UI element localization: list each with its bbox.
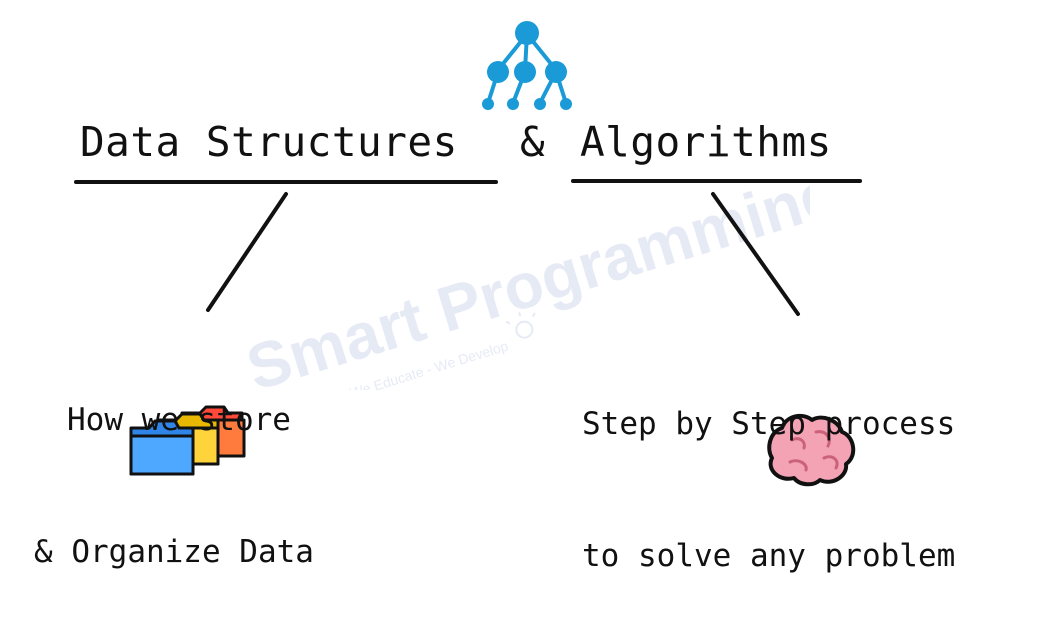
title-algorithms: Algorithms — [580, 118, 832, 166]
tree-hierarchy-icon — [482, 21, 572, 110]
node-data-structures-line1: How we store — [67, 402, 291, 438]
node-data-structures-line2: & Organize Data — [34, 534, 314, 570]
node-algorithms-line1: Step by Step process — [582, 406, 956, 442]
node-data-structures: How we store & Organize Data — [34, 310, 374, 618]
title-data-structures: Data Structures — [80, 118, 458, 166]
title-ampersand: & — [520, 118, 546, 166]
folders-icon — [129, 405, 246, 476]
diagram-canvas — [74, 21, 862, 487]
node-algorithms: Step by Step process to solve any proble… — [582, 314, 1022, 622]
connector-algorithms — [711, 192, 800, 316]
connector-data-structures — [206, 192, 288, 312]
node-algorithms-line2: to solve any problem — [582, 538, 956, 574]
brain-icon — [767, 413, 856, 487]
